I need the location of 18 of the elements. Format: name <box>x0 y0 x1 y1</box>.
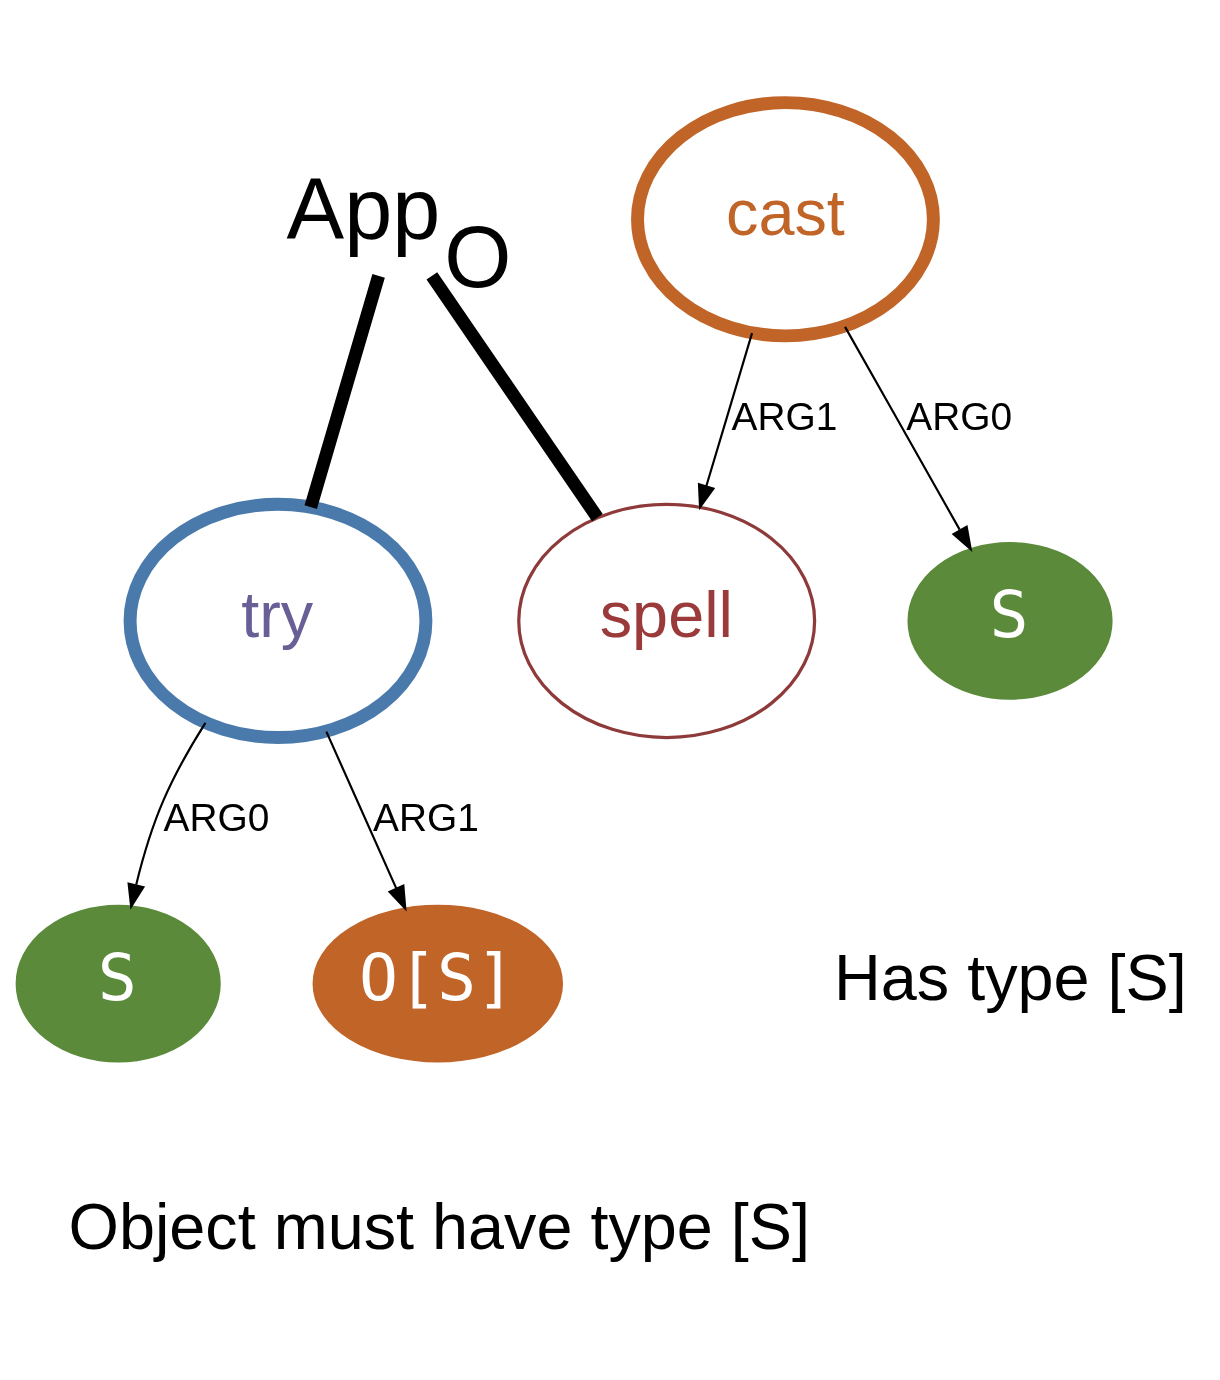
arrow <box>325 731 407 912</box>
node-ellipse: try <box>123 497 433 744</box>
label: Has type [S] <box>834 940 1187 1014</box>
edge-label: ARG1 <box>731 394 838 438</box>
edge-label: ARG0 <box>163 796 270 840</box>
arrow <box>127 722 207 910</box>
connector <box>426 272 603 522</box>
label: Object must have type [S] <box>68 1190 811 1264</box>
edge-label: ARG1 <box>373 796 479 840</box>
arrow <box>844 326 973 552</box>
connector <box>304 274 385 509</box>
node-ellipse: S <box>15 904 221 1063</box>
edge-label: ARG0 <box>906 394 1013 438</box>
arrow <box>697 332 754 511</box>
node-ellipse: S <box>907 542 1113 700</box>
node-ellipse: cast <box>631 96 940 343</box>
node-ellipse: O[S] <box>312 904 564 1063</box>
node-ellipse: spell <box>517 502 817 740</box>
